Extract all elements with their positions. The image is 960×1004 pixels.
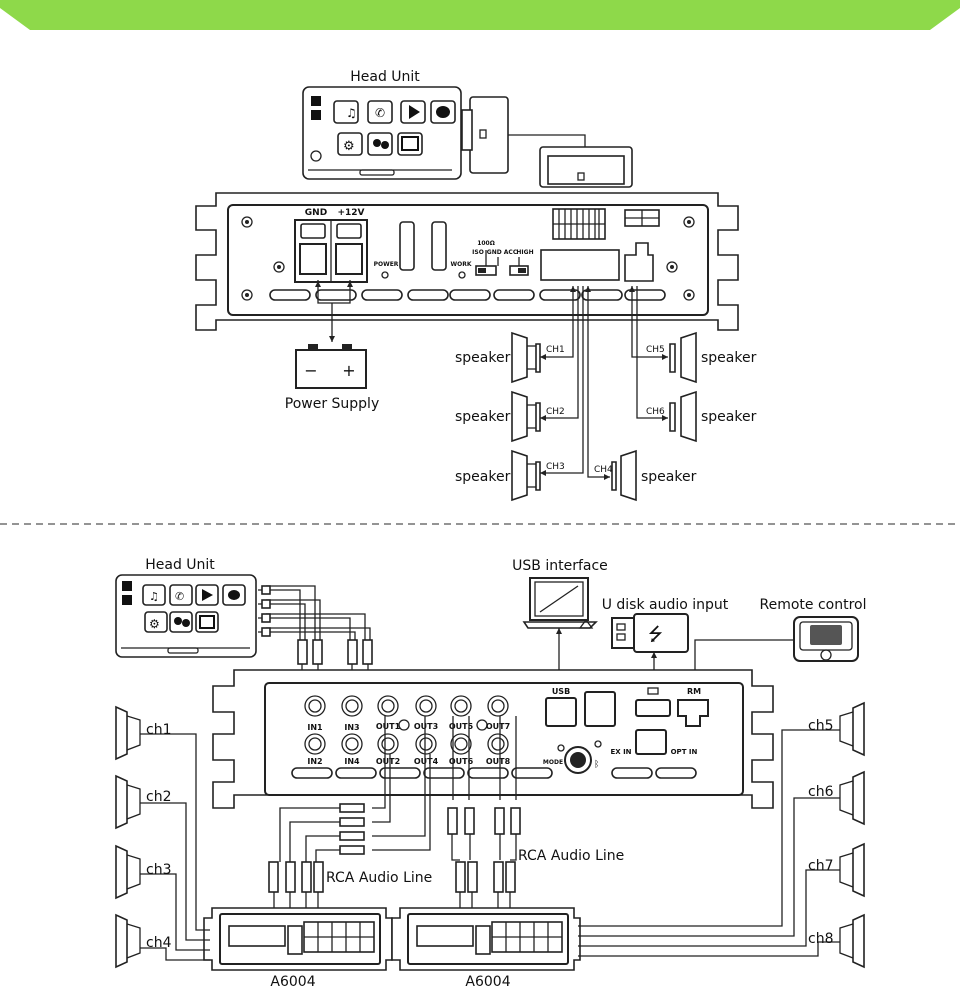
mode-label: MODE (543, 759, 563, 766)
ch8-bottom-label: ch8 (808, 931, 833, 947)
out2-label: OUT2 (376, 757, 400, 766)
in3-label: IN3 (344, 723, 359, 732)
rm-port-label: RM (687, 687, 701, 696)
gnd-acc-label: GND ACC (487, 249, 518, 256)
bluetooth-icon: ᛒ (594, 759, 599, 770)
out6-label: OUT6 (449, 757, 474, 766)
rca-audio-lines (268, 716, 521, 915)
amp-label-left: A6004 (270, 974, 315, 990)
chat-icon (436, 106, 450, 118)
battery-plus: + (342, 361, 355, 380)
speaker-label-ch5: speaker (701, 350, 757, 366)
top-banner (0, 0, 960, 30)
out5-label: OUT5 (449, 722, 474, 731)
in4-label: IN4 (344, 757, 360, 766)
remote-control-label: Remote control (760, 597, 867, 613)
contacts-icon (373, 139, 381, 147)
amp-a6004-right (391, 907, 581, 971)
chat-icon (228, 590, 240, 600)
ch7-bottom-label: ch7 (808, 858, 833, 874)
home-icon (310, 150, 322, 162)
high-label: HIGH (516, 249, 533, 256)
battery-minus: − (304, 361, 317, 380)
gnd-label: GND (305, 208, 327, 218)
play-icon (202, 589, 213, 601)
rca-line-label-right: RCA Audio Line (518, 848, 624, 864)
right-speakers (839, 701, 865, 969)
dsp-amplifier-top (195, 192, 739, 331)
usb-interface-label: USB interface (512, 558, 608, 574)
ch1-bottom-label: ch1 (146, 722, 171, 738)
speaker-wiring-top (540, 286, 668, 480)
speaker-label-ch1: speaker (455, 350, 511, 366)
phone-icon: ✆ (175, 590, 184, 603)
speaker-ch1 (511, 331, 541, 384)
svg-text:⭍: ⭍ (648, 624, 663, 645)
ch5-bottom-label: ch5 (808, 718, 833, 734)
amp-a6004-left (203, 907, 393, 971)
speaker-ch5 (669, 331, 697, 384)
harness-connector-top (461, 96, 633, 188)
contacts-icon (174, 617, 182, 625)
in2-label: IN2 (307, 757, 322, 766)
v12-label: +12V (337, 208, 364, 218)
usb-port-label: USB (552, 687, 570, 696)
speaker-label-ch6: speaker (701, 409, 757, 425)
head-unit-bottom: ♫ ✆ ⚙ (115, 574, 257, 658)
ch6-label: CH6 (646, 407, 665, 417)
out1-label: OUT1 (376, 722, 401, 731)
speaker-ch3 (511, 449, 541, 502)
gear-icon: ⚙ (343, 139, 355, 154)
music-icon: ♫ (149, 590, 159, 603)
ch4-bottom-label: ch4 (146, 935, 172, 951)
speaker-label-ch4: speaker (641, 469, 697, 485)
udisk-label: U disk audio input (602, 597, 729, 613)
ch5-label: CH5 (646, 345, 665, 355)
book-icon (199, 615, 215, 629)
speaker-label-ch2: speaker (455, 409, 511, 425)
speaker-ch6 (669, 390, 697, 443)
speaker-ch4 (611, 449, 637, 502)
dsp-amplifier-bottom: ᛒ (212, 669, 774, 809)
ch3-label: CH3 (546, 462, 565, 472)
out4-label: OUT4 (414, 757, 439, 766)
head-unit-label-top: Head Unit (350, 69, 420, 85)
phone-icon: ✆ (375, 106, 385, 120)
play-icon (409, 105, 420, 119)
music-icon: ♫ (346, 106, 357, 120)
speaker-label-ch3: speaker (455, 469, 511, 485)
power-label: POWER (374, 261, 399, 268)
head-unit-top: ♫ ✆ ⚙ (302, 86, 462, 180)
power-supply-label: Power Supply (285, 396, 380, 412)
opt-in-label: OPT IN (671, 748, 698, 756)
head-unit-label-bottom: Head Unit (145, 557, 215, 573)
ch3-bottom-label: ch3 (146, 862, 171, 878)
ohm-label: 100Ω (477, 240, 495, 247)
usb-drive-icon: ⭍ (611, 613, 689, 688)
ch4-label: CH4 (594, 465, 613, 475)
ch2-bottom-label: ch2 (146, 789, 171, 805)
iso-label: ISO (472, 249, 484, 256)
work-label: WORK (451, 261, 472, 268)
power-wiring (295, 280, 367, 389)
gear-icon: ⚙ (149, 617, 160, 631)
speaker-ch2 (511, 390, 541, 443)
ex-in-label: EX IN (610, 748, 631, 756)
book-icon (401, 136, 419, 151)
out7-label: OUT7 (486, 722, 510, 731)
out8-label: OUT8 (486, 757, 511, 766)
left-speaker-wiring (140, 733, 210, 961)
right-speaker-wiring (578, 729, 840, 957)
ch1-label: CH1 (546, 345, 565, 355)
ch2-label: CH2 (546, 407, 565, 417)
in1-label: IN1 (307, 723, 323, 732)
left-speakers (115, 705, 141, 969)
out3-label: OUT3 (414, 722, 438, 731)
rca-line-label-left: RCA Audio Line (326, 870, 432, 886)
ch6-bottom-label: ch6 (808, 784, 834, 800)
amp-label-right: A6004 (465, 974, 510, 990)
